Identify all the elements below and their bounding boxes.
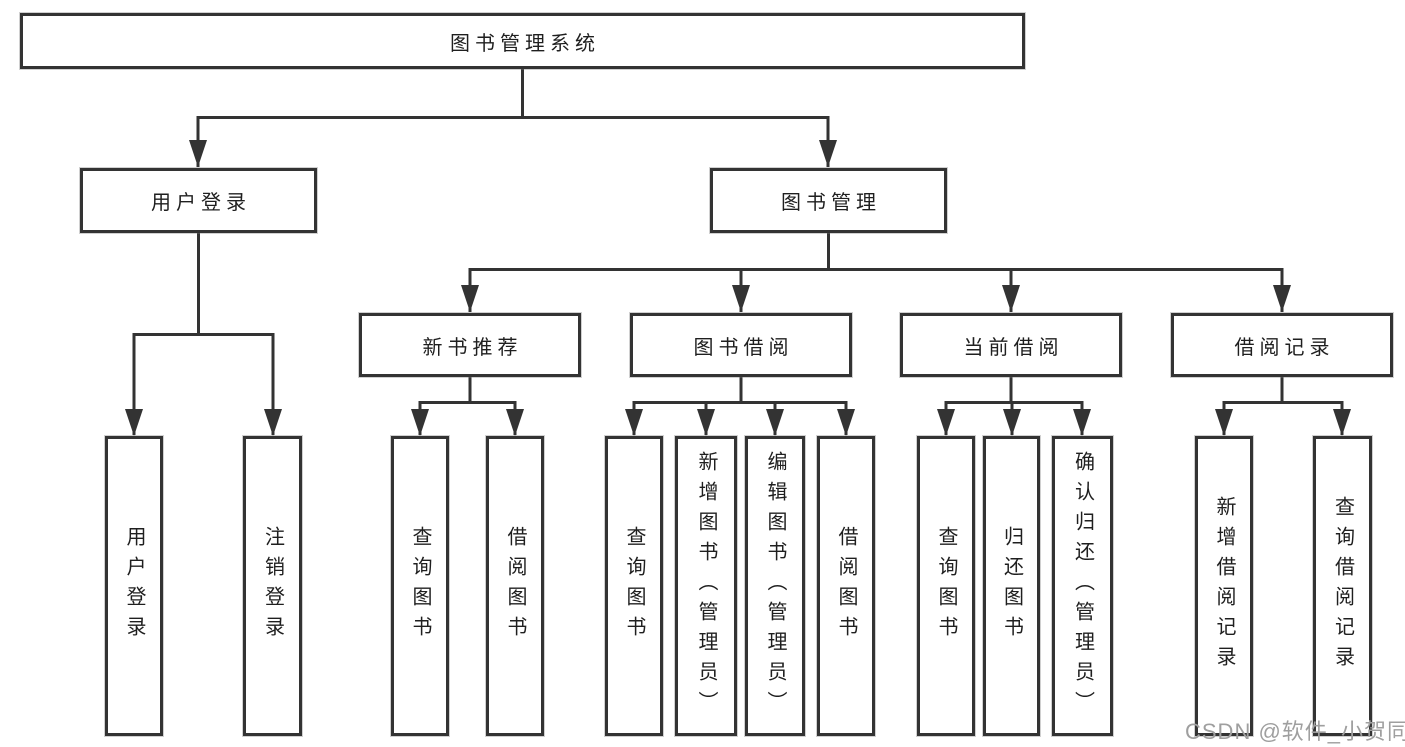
arrow-down-icon bbox=[461, 285, 479, 312]
leaf-user-login: 用户登录 bbox=[105, 436, 163, 736]
leaf-add-borrow-record: 新增借阅记录 bbox=[1195, 436, 1253, 736]
arrow-down-icon bbox=[732, 285, 750, 312]
arrow-down-icon bbox=[411, 409, 429, 436]
leaf-query-borrow-record: 查询借阅记录 bbox=[1313, 436, 1372, 736]
node-current-borrowing: 当前借阅 bbox=[900, 313, 1122, 377]
leaf-borrow-books-borrowing: 借阅图书 bbox=[817, 436, 875, 736]
arrow-down-icon bbox=[1333, 409, 1351, 436]
node-book-borrowing: 图书借阅 bbox=[630, 313, 852, 377]
node-library-management-system: 图书管理系统 bbox=[20, 13, 1025, 69]
leaf-edit-book-admin: 编辑图书（管理员） bbox=[745, 436, 805, 736]
arrow-down-icon bbox=[1003, 409, 1021, 436]
node-new-book-recommend: 新书推荐 bbox=[359, 313, 581, 377]
arrow-down-icon bbox=[819, 140, 837, 167]
node-borrow-records: 借阅记录 bbox=[1171, 313, 1393, 377]
tree-edges bbox=[132, 66, 1344, 435]
arrow-down-icon bbox=[125, 409, 143, 436]
arrow-down-icon bbox=[1073, 409, 1091, 436]
csdn-watermark: CSDN @软件_小贺同学 bbox=[1185, 719, 1405, 744]
leaf-query-books-current: 查询图书 bbox=[917, 436, 975, 736]
leaf-return-book: 归还图书 bbox=[983, 436, 1040, 736]
arrow-down-icon bbox=[697, 409, 715, 436]
arrow-down-icon bbox=[1002, 285, 1020, 312]
leaf-confirm-return-admin: 确认归还（管理员） bbox=[1052, 436, 1113, 736]
arrow-down-icon bbox=[1273, 285, 1291, 312]
node-user-login: 用户登录 bbox=[80, 168, 317, 233]
leaf-add-book-admin: 新增图书（管理员） bbox=[675, 436, 737, 736]
arrow-down-icon bbox=[264, 409, 282, 436]
leaf-query-books-recommend: 查询图书 bbox=[391, 436, 449, 736]
arrow-down-icon bbox=[625, 409, 643, 436]
arrow-down-icon bbox=[937, 409, 955, 436]
arrowhead-icons bbox=[125, 140, 1351, 436]
arrow-down-icon bbox=[189, 140, 207, 167]
arrow-down-icon bbox=[506, 409, 524, 436]
leaf-query-books-borrowing: 查询图书 bbox=[605, 436, 663, 736]
arrow-down-icon bbox=[766, 409, 784, 436]
leaf-logout: 注销登录 bbox=[243, 436, 302, 736]
node-book-management: 图书管理 bbox=[710, 168, 947, 233]
arrow-down-icon bbox=[1215, 409, 1233, 436]
arrow-down-icon bbox=[837, 409, 855, 436]
leaf-borrow-books-recommend: 借阅图书 bbox=[486, 436, 544, 736]
